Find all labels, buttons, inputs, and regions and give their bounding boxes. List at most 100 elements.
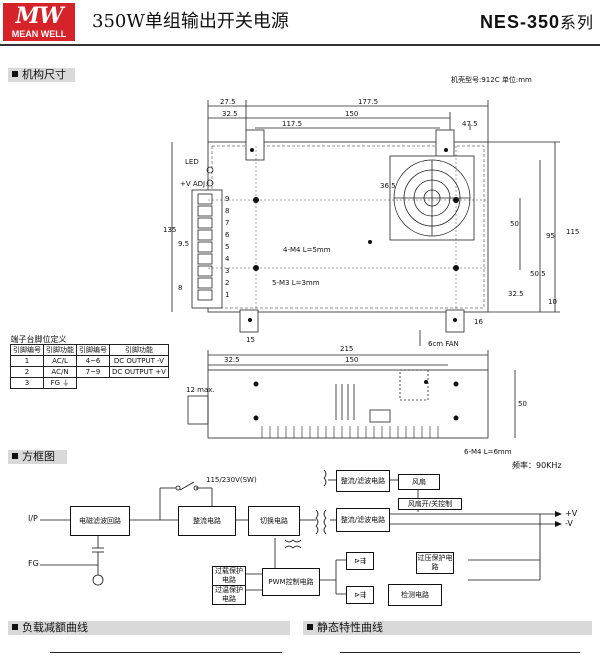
dim-27-5: 27.5 (220, 98, 236, 106)
terminal-1: 1 (225, 291, 230, 299)
dim-15: 15 (246, 336, 255, 344)
section-block-diagram: 方框图 (8, 450, 67, 464)
dim-50: 50 (510, 220, 519, 228)
m3-label: 5-M3 L=3mm (272, 279, 320, 287)
fan-control-block: 风扇开/关控制 (398, 498, 462, 510)
dim-47-5: 47.5 (462, 120, 478, 128)
table-row: 1 AC/L 4~6 DC OUTPUT -V (10, 355, 169, 367)
overvoltage-protection-block: 过压保护电路 (416, 552, 454, 574)
dim-32-5-right: 32.5 (508, 290, 524, 298)
section-block-diagram-label: 方框图 (22, 450, 55, 463)
dim-50-side: 50 (518, 400, 527, 408)
series-model: NES-350 (479, 12, 560, 32)
table-header: 引脚功能 (109, 344, 169, 356)
terminal-6: 6 (225, 231, 230, 239)
dim-150-side: 150 (345, 356, 359, 364)
logo-text: MEAN WELL (11, 29, 67, 39)
series-name: NES-350系列 (480, 10, 594, 35)
fan-label: 6cm FAN (428, 340, 459, 348)
led-label: LED (185, 158, 199, 166)
table-cell: 7~9 (76, 366, 110, 378)
table-cell: AC/N (43, 366, 77, 378)
section-derating: 负载减额曲线 (8, 621, 290, 635)
terminal-8: 8 (225, 207, 230, 215)
frequency-label: 频率：90KHz (512, 461, 562, 470)
terminal-2: 2 (225, 279, 230, 287)
overtemp-protection-block: 过温保护电路 (212, 585, 246, 605)
section-static-label: 静态特性曲线 (317, 621, 383, 634)
table-cell: AC/L (43, 355, 77, 367)
dim-12max: 12 max. (186, 386, 215, 394)
table-header: 引脚编号 (10, 344, 44, 356)
terminal-3: 3 (225, 267, 230, 275)
pwm-control-block: PWM控制电路 (262, 568, 320, 596)
optocoupler-icon: ⊳⇶ (354, 590, 366, 599)
m4-label: 4-M4 L=5mm (283, 246, 331, 254)
table-header-row: 引脚编号 引脚功能 引脚编号 引脚功能 (10, 344, 169, 356)
section-mechanical: 机构尺寸 (8, 68, 75, 82)
optocoupler-bottom: ⊳⇶ (346, 586, 374, 604)
rectifier-block: 整流电路 (178, 506, 236, 536)
terminal-screws (197, 193, 213, 301)
pin-table-caption: 端子台脚位定义 (10, 334, 67, 344)
plus-v-label: +V (565, 509, 578, 518)
switching-block: 切换电路 (248, 506, 300, 536)
section-mechanical-label: 机构尺寸 (22, 68, 66, 81)
rect-filter-main-block: 整流/滤波电路 (336, 508, 390, 532)
minus-v-label: -V (565, 519, 573, 528)
table-header: 引脚编号 (76, 344, 110, 356)
terminal-7: 7 (225, 219, 230, 227)
dim-95: 95 (546, 232, 555, 240)
table-cell: 2 (10, 366, 44, 378)
dim-177-5: 177.5 (358, 98, 379, 106)
terminal-5: 5 (225, 243, 230, 251)
table-cell (110, 378, 169, 389)
table-cell: 3 (10, 377, 44, 389)
table-cell: 1 (10, 355, 44, 367)
case-info: 机壳型号:912C 单位:mm (451, 76, 532, 84)
dim-32-5: 32.5 (222, 110, 238, 118)
section-derating-label: 负载减额曲线 (22, 621, 88, 634)
fg-label: FG (28, 559, 39, 568)
dim-150: 150 (345, 110, 359, 118)
page-title: 350W单组输出开关电源 (92, 11, 289, 32)
dim-36-5: 36.5 (380, 182, 396, 190)
table-cell: FG ⏚ (43, 377, 77, 389)
logo-mark: MW (15, 3, 63, 29)
terminal-4: 4 (225, 255, 230, 263)
dim-215: 215 (340, 345, 354, 353)
mean-well-logo: MW MEAN WELL (3, 3, 75, 41)
table-cell (77, 378, 110, 389)
derating-chart-frame (50, 652, 282, 653)
dim-135: 135 (163, 226, 177, 234)
table-cell: 4~6 (76, 355, 110, 367)
overload-protection-block: 过载保护电路 (212, 566, 246, 586)
section-static: 静态特性曲线 (303, 621, 592, 635)
dim-9-5: 9.5 (178, 240, 190, 248)
vadj-label: +V ADJ. (180, 180, 208, 188)
header-rule (0, 44, 600, 46)
table-header: 引脚功能 (43, 344, 77, 356)
switch-label: 115/230V(SW) (206, 476, 257, 484)
dim-16: 16 (474, 318, 483, 326)
emi-filter-block: 电磁滤波回路 (70, 506, 130, 536)
rect-filter-top-block: 整流/滤波电路 (336, 470, 390, 492)
dim-117-5: 117.5 (282, 120, 303, 128)
series-suffix: 系列 (559, 13, 594, 32)
side-vents (261, 426, 439, 438)
table-row: 3 FG ⏚ (10, 377, 169, 389)
dim-10: 10 (548, 298, 557, 306)
static-chart-frame (340, 652, 580, 653)
optocoupler-top: ⊳⇶ (346, 552, 374, 570)
detection-block: 检测电路 (388, 584, 442, 606)
page-header: MW MEAN WELL 350W单组输出开关电源 NES-350系列 (0, 0, 600, 44)
dim-115: 115 (566, 228, 580, 236)
dim-32-5-side: 32.5 (224, 356, 240, 364)
block-diagram-wires (40, 469, 555, 595)
pin-definition-table: 端子台脚位定义 引脚编号 引脚功能 引脚编号 引脚功能 1 AC/L 4~6 D… (10, 334, 169, 389)
table-row: 2 AC/N 7~9 DC OUTPUT +V (10, 366, 169, 378)
terminal-9: 9 (225, 195, 230, 203)
m4b-label: 6-M4 L=6mm (464, 448, 512, 456)
ip-label: I/P (28, 514, 38, 523)
